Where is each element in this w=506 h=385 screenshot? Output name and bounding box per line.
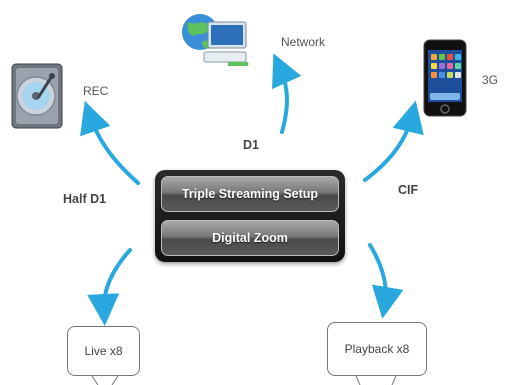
- smartphone-icon: [420, 38, 470, 118]
- cif-label: CIF: [398, 183, 419, 197]
- live-bubble: Live x8: [67, 326, 140, 376]
- feature-panel: Triple Streaming Setup Digital Zoom: [155, 170, 345, 262]
- rec-label: REC: [83, 84, 109, 98]
- playback-label: Playback x8: [344, 342, 410, 356]
- live-label: Live x8: [84, 344, 123, 358]
- arrow-to-live: [87, 248, 132, 326]
- network-label: Network: [281, 35, 326, 49]
- hard-drive-icon: [8, 62, 68, 132]
- playback-bubble: Playback x8: [327, 322, 427, 376]
- arrow-to-3g: [363, 100, 424, 182]
- digital-zoom-button[interactable]: Digital Zoom: [161, 220, 339, 256]
- arrow-to-playback: [368, 243, 404, 319]
- network-computer-icon: [178, 8, 258, 70]
- triple-streaming-setup-button[interactable]: Triple Streaming Setup: [161, 176, 339, 212]
- d1-label: D1: [243, 138, 259, 152]
- 3g-label: 3G: [482, 73, 499, 87]
- arrow-to-rec: [80, 100, 140, 185]
- arrow-to-network: [272, 53, 302, 134]
- half-d1-label: Half D1: [63, 192, 107, 206]
